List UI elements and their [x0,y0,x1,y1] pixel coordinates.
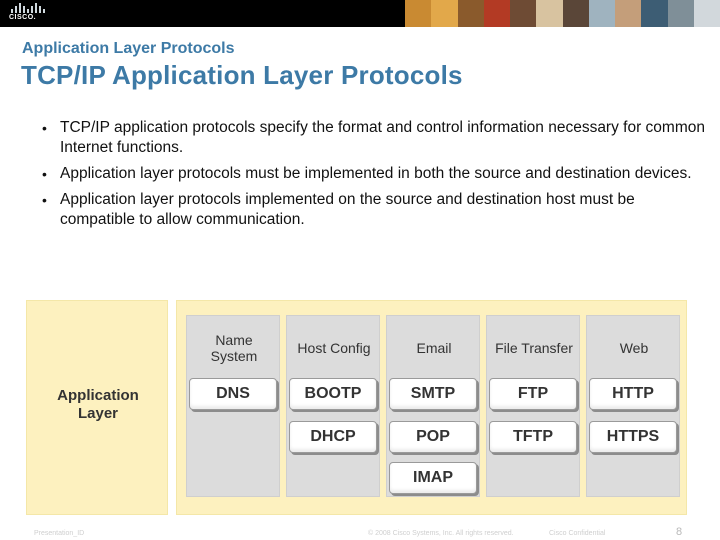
protocol-dns[interactable]: DNS [189,378,277,410]
cisco-logo: CISCO. [9,3,45,23]
protocol-bootp[interactable]: BOOTP [289,378,377,410]
column-header: Host Config [297,340,371,356]
page-number: 8 [676,526,683,538]
protocol-dhcp[interactable]: DHCP [289,421,377,453]
footer-confidential: Cisco Confidential [549,530,606,537]
footer-copyright: © 2008 Cisco Systems, Inc. All rights re… [368,530,514,537]
protocol-pop[interactable]: POP [389,421,477,453]
column-header: Web [619,340,649,356]
bullet-item: Application layer protocols implemented … [40,190,710,230]
top-banner: CISCO. [0,0,720,27]
protocol-ftp[interactable]: FTP [489,378,577,410]
column-header: File Transfer [495,340,573,356]
protocol-tftp[interactable]: TFTP [489,421,577,453]
column-header: Name System [187,332,281,364]
protocol-https[interactable]: HTTPS [589,421,677,453]
bullet-list: TCP/IP application protocols specify the… [40,118,710,236]
column-header-line2: System [210,348,258,364]
protocol-http[interactable]: HTTP [589,378,677,410]
application-layer-label-line1: Application [57,387,139,404]
slide-title: TCP/IP Application Layer Protocols [21,60,463,90]
cisco-logo-text: CISCO. [9,14,37,21]
slide-subtitle: Application Layer Protocols [22,40,235,57]
column-header-line1: Name [215,332,253,348]
application-layer-panel: Application Layer [26,300,168,515]
column-header: Email [416,340,452,356]
bullet-item: Application layer protocols must be impl… [40,164,710,184]
protocol-imap[interactable]: IMAP [389,462,477,494]
header-photo-strip [405,0,720,27]
bullet-item: TCP/IP application protocols specify the… [40,118,710,158]
cisco-logo-bars-icon [11,3,45,13]
application-layer-label-line2: Layer [77,405,119,422]
footer-presentation-id: Presentation_ID [34,530,85,537]
protocol-smtp[interactable]: SMTP [389,378,477,410]
application-layer-label: Application Layer [27,387,169,423]
